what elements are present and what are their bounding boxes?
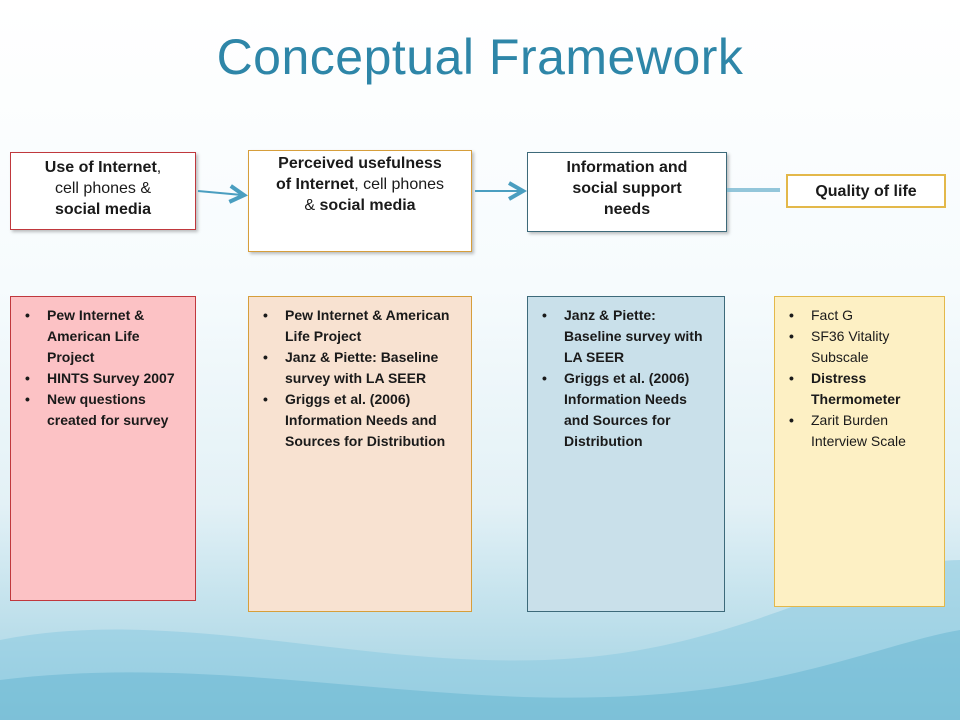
list-item: •Griggs et al. (2006) Information Needs …: [542, 370, 690, 449]
header-2-line3-a: &: [304, 197, 320, 214]
header-1-line2: cell phones &: [54, 180, 152, 197]
header-3-line1: Information and: [566, 159, 688, 176]
list-item: •Pew Internet & American Life Project: [25, 307, 145, 365]
header-1-line1-rest: ,: [156, 159, 162, 176]
list-item: •Zarit Burden Interview Scale: [789, 412, 906, 449]
header-2-line2-bold: of Internet: [275, 176, 355, 193]
header-box-perceived-usefulness: Perceived usefulness of Internet, cell p…: [248, 150, 472, 252]
list-item: •Griggs et al. (2006) Information Needs …: [263, 391, 446, 449]
header-box-use-of-internet: Use of Internet, cell phones & social me…: [10, 152, 196, 230]
list-box-2: •Pew Internet & American Life Project •J…: [248, 296, 472, 612]
list-item: •Fact G: [789, 307, 854, 323]
list-item: •Janz & Piette: Baseline survey with LA …: [263, 349, 439, 386]
list-item: •HINTS Survey 2007: [25, 370, 175, 386]
header-2-line2-rest: , cell phones: [354, 176, 445, 193]
list-box-1: •Pew Internet & American Life Project •H…: [10, 296, 196, 601]
list-item: •Distress Thermometer: [789, 370, 901, 407]
header-1-line3: social media: [54, 201, 152, 218]
header-2-line3-b: social media: [319, 197, 416, 214]
header-3-line2: social support: [572, 180, 682, 197]
header-1-line1-bold: Use of Internet: [44, 159, 157, 176]
list-item: •Janz & Piette: Baseline survey with LA …: [542, 307, 703, 365]
list-box-3: •Janz & Piette: Baseline survey with LA …: [527, 296, 725, 612]
list-box-4: •Fact G •SF36 Vitality Subscale •Distres…: [774, 296, 945, 607]
header-3-line3: needs: [603, 201, 651, 218]
header-2-line1: Perceived usefulness: [278, 155, 442, 172]
slide-title: Conceptual Framework: [216, 29, 744, 85]
list-item: •Pew Internet & American Life Project: [263, 307, 450, 344]
header-box-quality-of-life: Quality of life: [786, 174, 946, 208]
header-box-information-needs: Information and social support needs: [527, 152, 727, 232]
list-item: •SF36 Vitality Subscale: [789, 328, 890, 365]
list-item: •New questions created for survey: [25, 391, 169, 428]
header-4-line1: Quality of life: [815, 182, 917, 200]
